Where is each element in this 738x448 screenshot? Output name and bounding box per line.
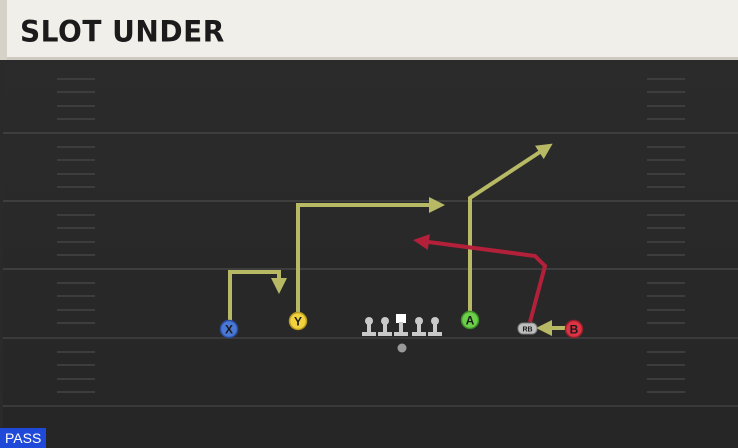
hash-marks-right (647, 78, 685, 393)
play-field (3, 63, 738, 448)
lineman-icon (362, 317, 376, 336)
lineman-icon (428, 317, 442, 336)
yard-lines (3, 132, 738, 407)
player-a[interactable]: A (460, 310, 480, 330)
player-rb[interactable]: RB (517, 322, 538, 335)
route-rb (413, 234, 548, 323)
player-x-label: X (225, 323, 233, 337)
lineman-icon (412, 317, 426, 336)
route-x (228, 270, 287, 326)
player-x[interactable]: X (219, 319, 239, 339)
play-header: SLOT UNDER (0, 0, 738, 60)
player-a-label: A (466, 314, 475, 328)
play-title: SLOT UNDER (20, 14, 225, 49)
header-accent-bar (0, 0, 7, 60)
hash-marks-left (57, 78, 95, 393)
player-y-label: Y (294, 315, 302, 329)
lineman-icon (378, 317, 392, 336)
quarterback-marker (397, 343, 407, 353)
player-rb-label: RB (522, 327, 532, 334)
player-b[interactable]: B (564, 319, 584, 339)
play-type-badge: PASS (0, 428, 47, 448)
route-y (296, 197, 445, 318)
player-y[interactable]: Y (288, 311, 308, 331)
offensive-line (362, 314, 442, 336)
center-icon (394, 314, 408, 336)
player-b-label: B (570, 323, 579, 337)
route-a (468, 143, 553, 318)
